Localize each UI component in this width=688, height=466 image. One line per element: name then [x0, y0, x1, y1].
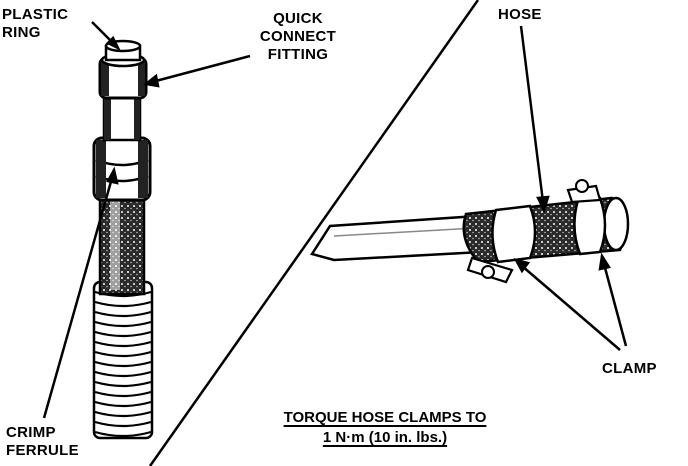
label-crimp-ferrule-line2: FERRULE [6, 442, 79, 459]
quick-connect-assembly [92, 39, 154, 440]
crimp-ferrule [92, 136, 152, 202]
leader-clamp-right [602, 263, 628, 347]
leader-clamp-left [521, 265, 621, 351]
label-quick-connect-line1: QUICK [273, 10, 323, 27]
metal-tube [310, 214, 484, 262]
torque-note: TORQUE HOSE CLAMPS TO 1 N·m (10 in. lbs.… [240, 408, 530, 448]
label-hose: HOSE [498, 6, 542, 23]
leader-crimp-ferrule [42, 177, 114, 419]
label-crimp-ferrule: CRIMP FERRULE [6, 424, 79, 460]
label-quick-connect-fitting: QUICK CONNECT FITTING [250, 10, 346, 64]
label-plastic-ring: PLASTIC RING [2, 6, 68, 42]
braided-hose [98, 194, 146, 296]
plastic-ring [100, 39, 146, 68]
label-plastic-ring-line1: PLASTIC [2, 6, 69, 23]
leader-quick-connect [151, 54, 251, 84]
torque-note-line2: 1 N·m (10 in. lbs.) [322, 429, 448, 446]
hose-end [602, 196, 630, 252]
label-quick-connect-line2: CONNECT [259, 28, 337, 45]
label-quick-connect-line3: FITTING [267, 46, 329, 63]
divider-line [148, 0, 480, 466]
corrugated-tube [92, 280, 154, 440]
hose-clamp-right [566, 179, 607, 256]
hose-clamp-left [466, 204, 537, 284]
label-plastic-ring-line2: RING [2, 24, 41, 41]
hose-clamp-assembly [310, 179, 630, 284]
leader-hose [519, 25, 545, 203]
torque-note-line1: TORQUE HOSE CLAMPS TO [283, 409, 487, 426]
label-crimp-ferrule-line1: CRIMP [6, 424, 56, 441]
label-clamp: CLAMP [602, 360, 657, 377]
